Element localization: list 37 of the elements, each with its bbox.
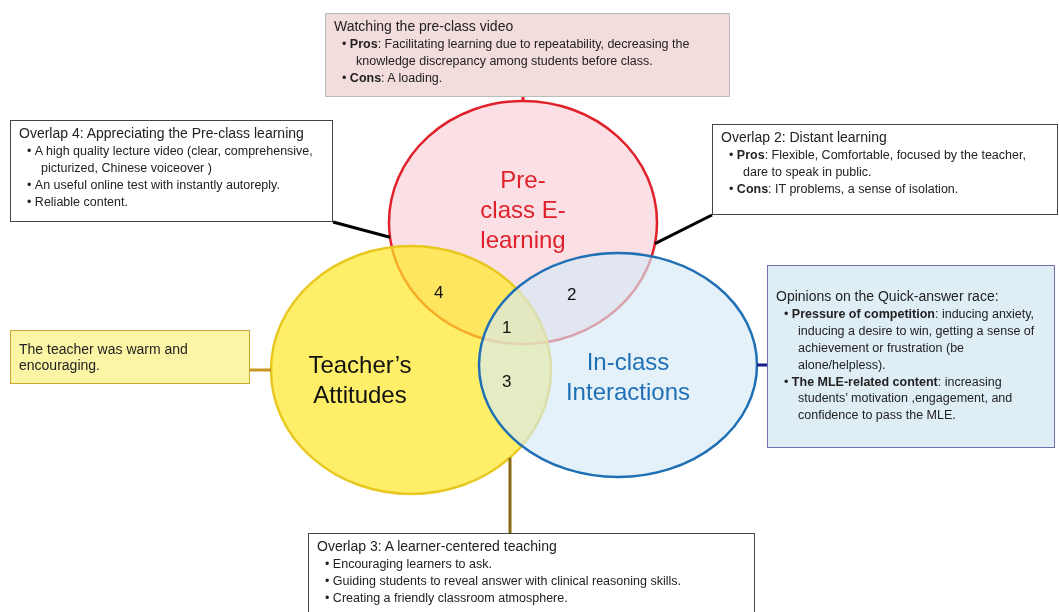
bullet-text: • A high quality lecture video (clear, comprehensive, picturized, Chinese voiceover ) (26, 143, 314, 177)
circle-label: In-class Interactions (564, 347, 692, 407)
bullet-text: • Creating a friendly classroom atmosphere. (324, 589, 569, 607)
bullet-text: • An useful online test with instantly autoreply. (26, 176, 281, 194)
callout-box (712, 124, 1058, 215)
callout-heading: Watching the pre-class video (334, 18, 515, 34)
connector-line (654, 213, 713, 245)
callout-box (10, 120, 333, 222)
callout-box (10, 330, 250, 384)
connector-line (250, 368, 271, 372)
region-number: 1 (502, 318, 512, 338)
bullet-text: • Cons: IT problems, a sense of isolation. (728, 180, 960, 198)
bullet-text: • The MLE-related content: increasing students’ motivation ,engagement, and confidence to pass the MLE. (783, 373, 1014, 425)
callout-heading: Opinions on the Quick-answer race: (776, 288, 1000, 304)
connector-line (508, 457, 512, 533)
callout-box (325, 13, 730, 97)
region-number: 3 (502, 372, 512, 392)
callout-box (767, 265, 1055, 448)
region-number: 2 (567, 285, 577, 305)
bullet-text: • Pressure of competition: inducing anxiety, inducing a desire to win, getting a sense of achievement or frustration (be alone/helpless). (783, 306, 1036, 374)
bullet-text: • Guiding students to reveal answer with clinical reasoning skills. (324, 572, 682, 590)
bullet-text: • Pros: Facilitating learning due to repeatability, decreasing the knowledge discrepancy among students before class. (341, 36, 691, 70)
callout-text: The teacher was warm and encouraging. (19, 341, 188, 373)
circle-label: Teacher’s Attitudes (307, 350, 413, 410)
region-number: 4 (434, 283, 444, 303)
connector-line (521, 97, 525, 101)
circle-label: Pre-class E-learning (479, 165, 567, 255)
callout-heading: Overlap 3: A learner-centered teaching (317, 538, 558, 554)
callout-box (308, 533, 755, 612)
connector-line (757, 363, 767, 367)
callout-heading: Overlap 4: Appreciating the Pre-class learning (19, 125, 305, 141)
bullet-text: • Cons: A loading. (341, 69, 444, 87)
bullet-text: • Encouraging learners to ask. (324, 556, 493, 573)
bullet-text: • Pros: Flexible, Comfortable, focused by the teacher, dare to speak in public. (728, 147, 1027, 181)
callout-heading: Overlap 2: Distant learning (721, 129, 888, 145)
connector-line (332, 220, 391, 239)
bullet-text: • Reliable content. (26, 193, 129, 211)
